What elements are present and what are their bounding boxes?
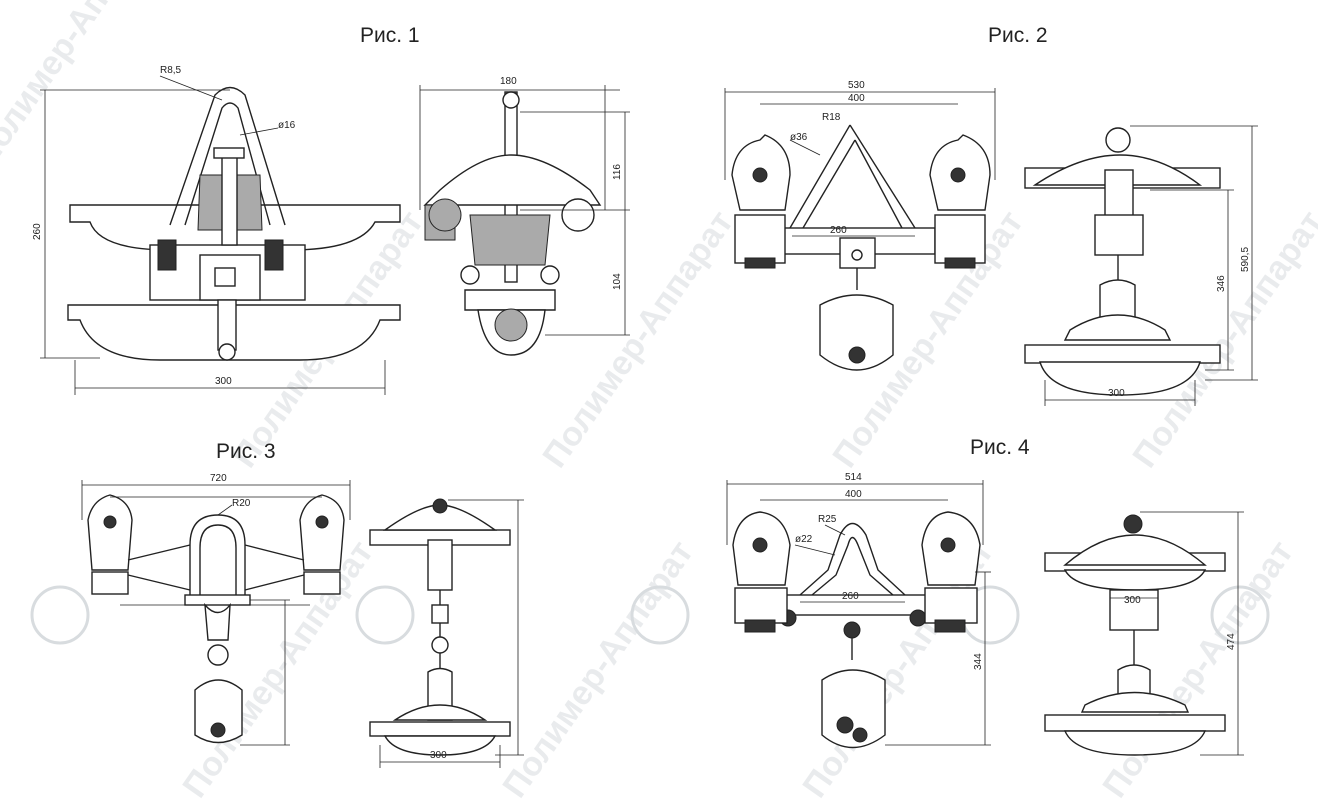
- dim-overall: 720: [210, 473, 227, 484]
- dim-width: 300: [215, 376, 232, 387]
- dim-diameter: ø36: [790, 132, 808, 143]
- dim-width: 180: [500, 76, 517, 87]
- dim-diameter: ø16: [278, 120, 296, 131]
- dim-width: 300: [430, 750, 447, 761]
- fig1-side-view: 180 116 104: [419, 76, 630, 356]
- figure-3: 720 R20: [81, 473, 524, 768]
- dim-radius: R8,5: [160, 65, 182, 76]
- watermark-text: Полимер-Аппарат: [495, 534, 700, 803]
- dim-center: 260: [830, 225, 847, 236]
- dim-radius: R18: [822, 112, 841, 123]
- fig3-side-view: 300: [369, 498, 524, 768]
- dim-height-overall: 590,5: [1240, 247, 1251, 272]
- fig2-side-view: 300 346 590,5: [1024, 125, 1258, 406]
- dim-height-inner: 346: [1216, 275, 1227, 292]
- dim-radius: R20: [232, 498, 251, 509]
- fig1-front-view: 260 300 R8,5 ø16: [32, 65, 401, 395]
- figure-1-title: Рис. 1: [360, 24, 420, 47]
- figure-1: 260 300 R8,5 ø16: [32, 65, 630, 395]
- figure-2: 530 400 R18 ø36 260: [724, 80, 1258, 406]
- dim-width: 300: [1108, 388, 1125, 399]
- dim-diameter: ø22: [795, 534, 813, 545]
- watermark-text: Полимер-Аппарат: [0, 0, 171, 175]
- figure-4: 514 400 R25 ø22 260 344: [726, 472, 1244, 756]
- fig2-front-view: 530 400 R18 ø36 260: [724, 80, 996, 371]
- dim-radius: R25: [818, 514, 837, 525]
- dim-upper: 116: [612, 164, 623, 180]
- dim-overall: 530: [848, 80, 865, 91]
- figure-4-title: Рис. 4: [970, 436, 1030, 459]
- dim-height: 260: [32, 223, 43, 240]
- dim-center: 260: [842, 591, 859, 602]
- fig3-front-view: 720 R20: [81, 473, 351, 746]
- dim-height-left: 344: [973, 653, 984, 670]
- figure-3-title: Рис. 3: [216, 440, 276, 463]
- dim-inner: 400: [848, 93, 865, 104]
- dim-lower: 104: [612, 273, 623, 290]
- dim-width: 300: [1124, 595, 1141, 606]
- fig4-front-view: 514 400 R25 ø22 260 344: [726, 472, 991, 749]
- dim-overall: 514: [845, 472, 862, 483]
- fig4-side-view: 300 474: [1044, 511, 1244, 756]
- watermark-text: Полимер-Аппарат: [175, 534, 380, 803]
- dim-height-overall: 474: [1226, 633, 1237, 650]
- dim-inner: 400: [845, 489, 862, 500]
- watermark-text: Полимер-Аппарат: [535, 204, 740, 475]
- figure-2-title: Рис. 2: [988, 24, 1048, 47]
